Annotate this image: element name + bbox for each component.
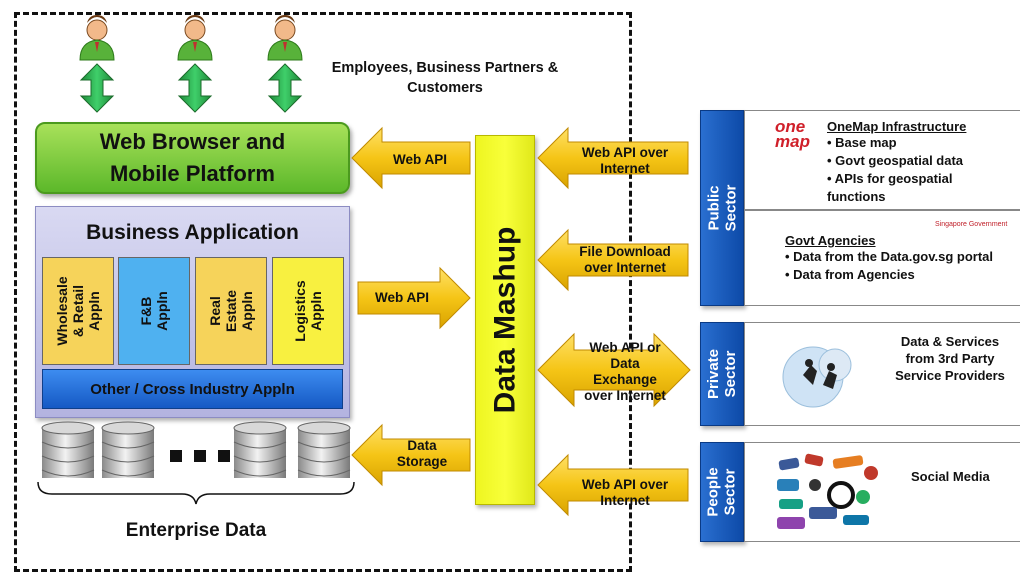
govt-bullet: • Data from the Data.gov.sg portal xyxy=(785,249,994,264)
onemap-bullet: • Base map xyxy=(827,135,897,150)
private-sector-bar: Private Sector xyxy=(700,322,744,426)
people-panel-text: Social Media xyxy=(911,469,990,484)
social-media-icons xyxy=(777,453,878,529)
govt-bullet: • Data from Agencies xyxy=(785,267,915,282)
enterprise-data-label: Enterprise Data xyxy=(125,520,267,541)
left-arrow-icon xyxy=(351,423,471,487)
public-sector-bar: Public Sector xyxy=(700,110,744,306)
people-api-label: Web API over Internet xyxy=(581,477,669,508)
singapore-govt-logo: Singapore Government xyxy=(935,221,1008,228)
onemap-panel: one map OneMap Infrastructure • Base map… xyxy=(744,110,1020,210)
business-application-title: Business Application xyxy=(86,221,299,244)
public-api-label: Web API over Internet xyxy=(581,145,669,176)
web-api-label-mid: Web API xyxy=(374,290,429,305)
gears-people-icon xyxy=(782,346,852,408)
database-icon xyxy=(233,421,287,478)
left-arrow-icon xyxy=(537,453,689,517)
file-download-label: File Download over Internet xyxy=(579,244,671,275)
people-panel: Social Media xyxy=(744,442,1020,542)
data-mashup-bar xyxy=(475,135,535,505)
app-wholesale-retail: Wholesale & Retail Appln xyxy=(42,257,114,365)
data-storage-label: Data Storage xyxy=(396,438,448,469)
enterprise-databases xyxy=(41,421,351,478)
business-application-box: Business Application Wholesale & Retail … xyxy=(35,206,350,418)
onemap-title: OneMap Infrastructure xyxy=(827,119,967,134)
users-group xyxy=(79,15,303,113)
brace-icon xyxy=(37,481,355,505)
user-icon xyxy=(267,15,303,61)
app-real-estate: Real Estate Appln xyxy=(195,257,267,365)
web-api-label-top: Web API xyxy=(392,152,447,167)
double-arrow-icon xyxy=(537,332,691,408)
user-icon xyxy=(177,15,213,61)
ellipsis-icon xyxy=(170,450,230,462)
onemap-bullet: • APIs for geospatial xyxy=(827,171,953,186)
double-arrow-icon xyxy=(267,63,303,113)
users-caption: Employees, Business Partners & Customers xyxy=(331,60,559,96)
database-icon xyxy=(41,421,95,478)
onemap-logo: one map xyxy=(775,117,810,151)
left-arrow-icon xyxy=(537,228,689,292)
double-arrow-icon xyxy=(177,63,213,113)
web-browser-platform: Web Browser and Mobile Platform xyxy=(35,122,350,194)
right-arrow-icon xyxy=(357,266,471,330)
user-icon xyxy=(79,15,115,61)
private-panel: Data & Services from 3rd Party Service P… xyxy=(744,322,1020,426)
left-arrow-icon xyxy=(537,126,689,190)
database-icon xyxy=(101,421,155,478)
left-arrow-icon xyxy=(351,126,471,190)
app-logistics: Logistics Appln xyxy=(272,257,344,365)
private-panel-text: Data & Services from 3rd Party Service P… xyxy=(895,334,1005,383)
govt-agencies-panel: Singapore Government Govt Agencies • Dat… xyxy=(744,210,1020,306)
onemap-bullet: functions xyxy=(827,189,886,204)
arrows-layer xyxy=(351,126,691,517)
onemap-bullet: • Govt geospatial data xyxy=(827,153,964,168)
govt-agencies-title: Govt Agencies xyxy=(785,233,876,248)
app-fb: F&B Appln xyxy=(118,257,190,365)
people-sector-bar: People Sector xyxy=(700,442,744,542)
double-arrow-icon xyxy=(79,63,115,113)
private-exchange-label: Web API or Data Exchange over Internet xyxy=(584,340,666,403)
database-icon xyxy=(297,421,351,478)
cross-industry-app: Other / Cross Industry Appln xyxy=(42,369,343,409)
